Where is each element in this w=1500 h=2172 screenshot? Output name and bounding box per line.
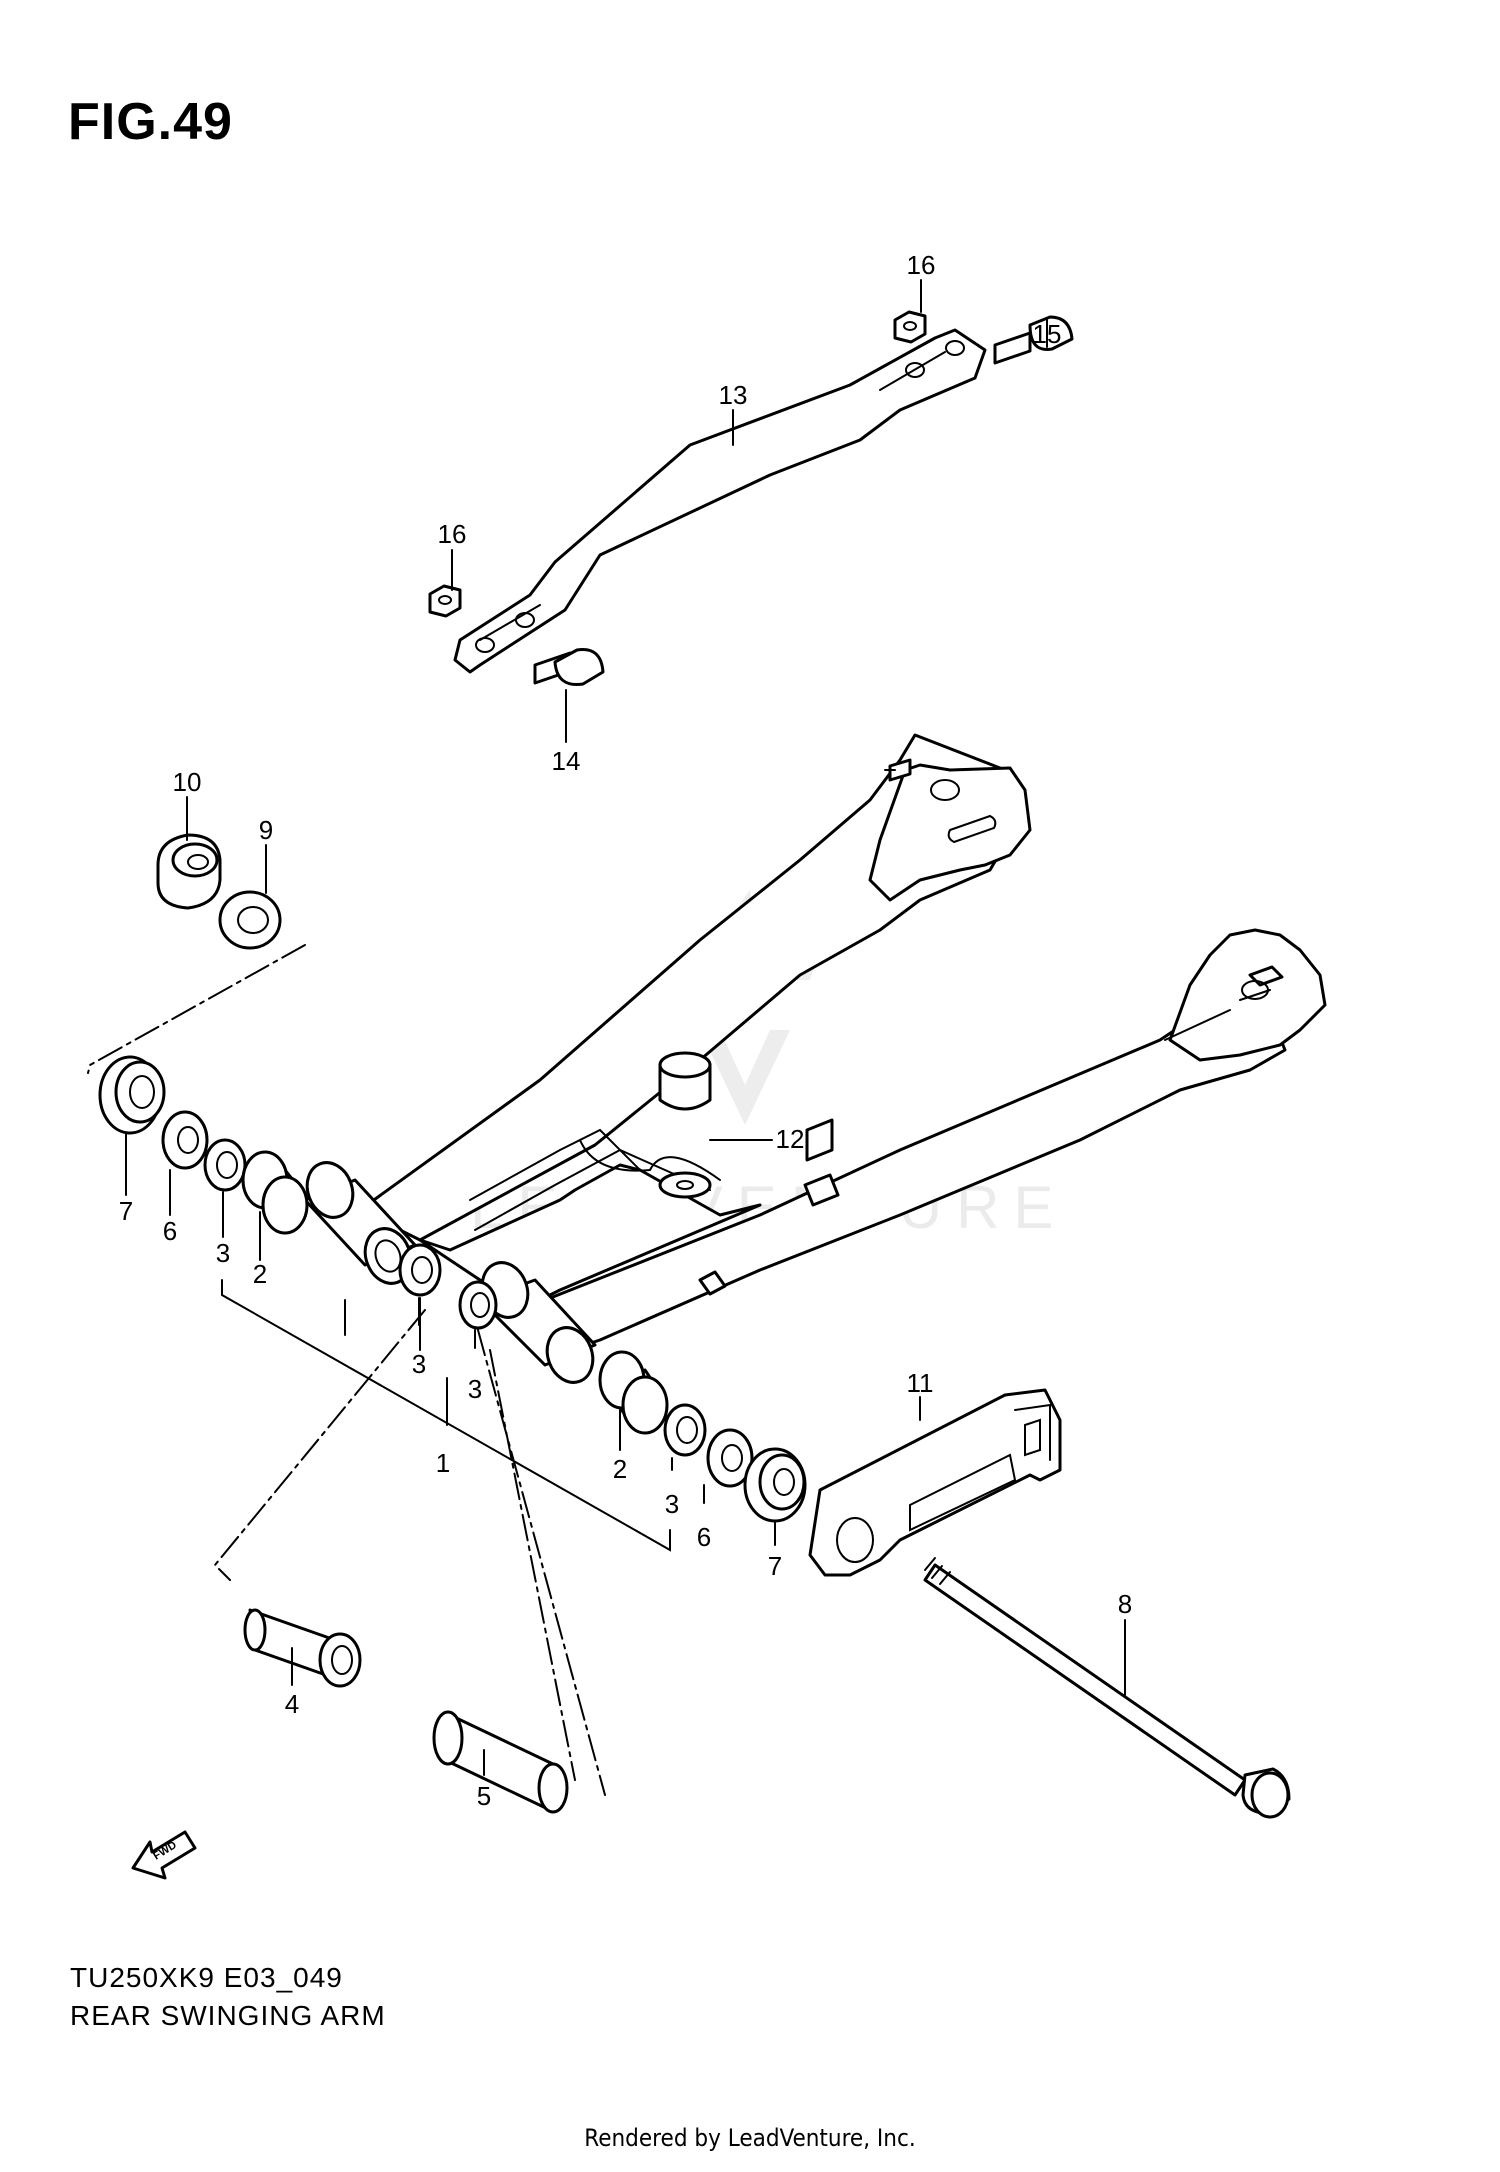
figure-code: TU250XK9 E03_049 <box>70 1962 343 1993</box>
callout-16-upper: 16 <box>907 250 936 280</box>
fwd-arrow-icon: FWD <box>131 1830 197 1880</box>
part-6-washer-left <box>161 1110 209 1170</box>
callout-1: 1 <box>436 1448 450 1478</box>
callout-13: 13 <box>719 380 748 410</box>
part-5-collar <box>432 1710 569 1814</box>
part-3-bearing-left <box>203 1138 247 1192</box>
callout-16-lower: 16 <box>438 519 467 549</box>
callout-3-center-a: 3 <box>412 1349 426 1379</box>
credit-text: Rendered by LeadVenture, Inc. <box>584 2124 916 2152</box>
part-7-seal-left <box>98 1055 166 1135</box>
part-6-washer-right <box>706 1428 754 1488</box>
part-2-spacer-right <box>598 1350 669 1435</box>
leader-lines <box>87 279 1126 1796</box>
part-8-pivot-bolt <box>923 1557 1291 1819</box>
callout-labels: 16 15 13 16 14 10 9 12 7 6 3 2 3 3 1 11 … <box>119 250 1132 1811</box>
part-2-spacer-left <box>241 1150 309 1235</box>
callout-3-center-b: 3 <box>468 1374 482 1404</box>
callout-7-right: 7 <box>768 1551 782 1581</box>
callout-7-left: 7 <box>119 1196 133 1226</box>
callout-8: 8 <box>1118 1589 1132 1619</box>
callout-6-left: 6 <box>163 1216 177 1246</box>
part-13-brace <box>453 328 987 674</box>
callout-2-left: 2 <box>253 1259 267 1289</box>
part-16-nut-lower <box>428 584 462 618</box>
part-10-nut <box>156 833 222 910</box>
figure-title: FIG.49 <box>68 93 233 151</box>
callout-3-left: 3 <box>216 1238 230 1268</box>
callout-14: 14 <box>552 746 581 776</box>
part-16-nut-upper <box>893 310 927 344</box>
part-11-chain-case <box>808 1388 1062 1577</box>
part-7-seal-right <box>743 1447 807 1523</box>
figure-name: REAR SWINGING ARM <box>70 2000 386 2031</box>
part-clip <box>805 1118 834 1162</box>
part-15-bolt <box>993 315 1074 365</box>
callout-9: 9 <box>259 815 273 845</box>
callout-4: 4 <box>285 1689 299 1719</box>
callout-6-right: 6 <box>697 1522 711 1552</box>
callout-12: 12 <box>776 1124 805 1154</box>
part-4-collar <box>243 1608 362 1688</box>
part-12-grommet <box>658 1051 712 1199</box>
callout-5: 5 <box>477 1781 491 1811</box>
part-3-bearing-right <box>663 1403 707 1457</box>
part-9-washer <box>218 890 282 950</box>
part-1-swing-arm <box>303 733 1327 1384</box>
callout-2-right: 2 <box>613 1454 627 1484</box>
callout-3-right: 3 <box>665 1489 679 1519</box>
callout-11: 11 <box>907 1368 934 1398</box>
part-3-bearing-center-a <box>398 1243 442 1297</box>
part-3-bearing-center-b <box>458 1280 498 1330</box>
part-14-bolt <box>533 647 605 687</box>
callout-10: 10 <box>173 767 202 797</box>
callout-15: 15 <box>1033 319 1062 349</box>
